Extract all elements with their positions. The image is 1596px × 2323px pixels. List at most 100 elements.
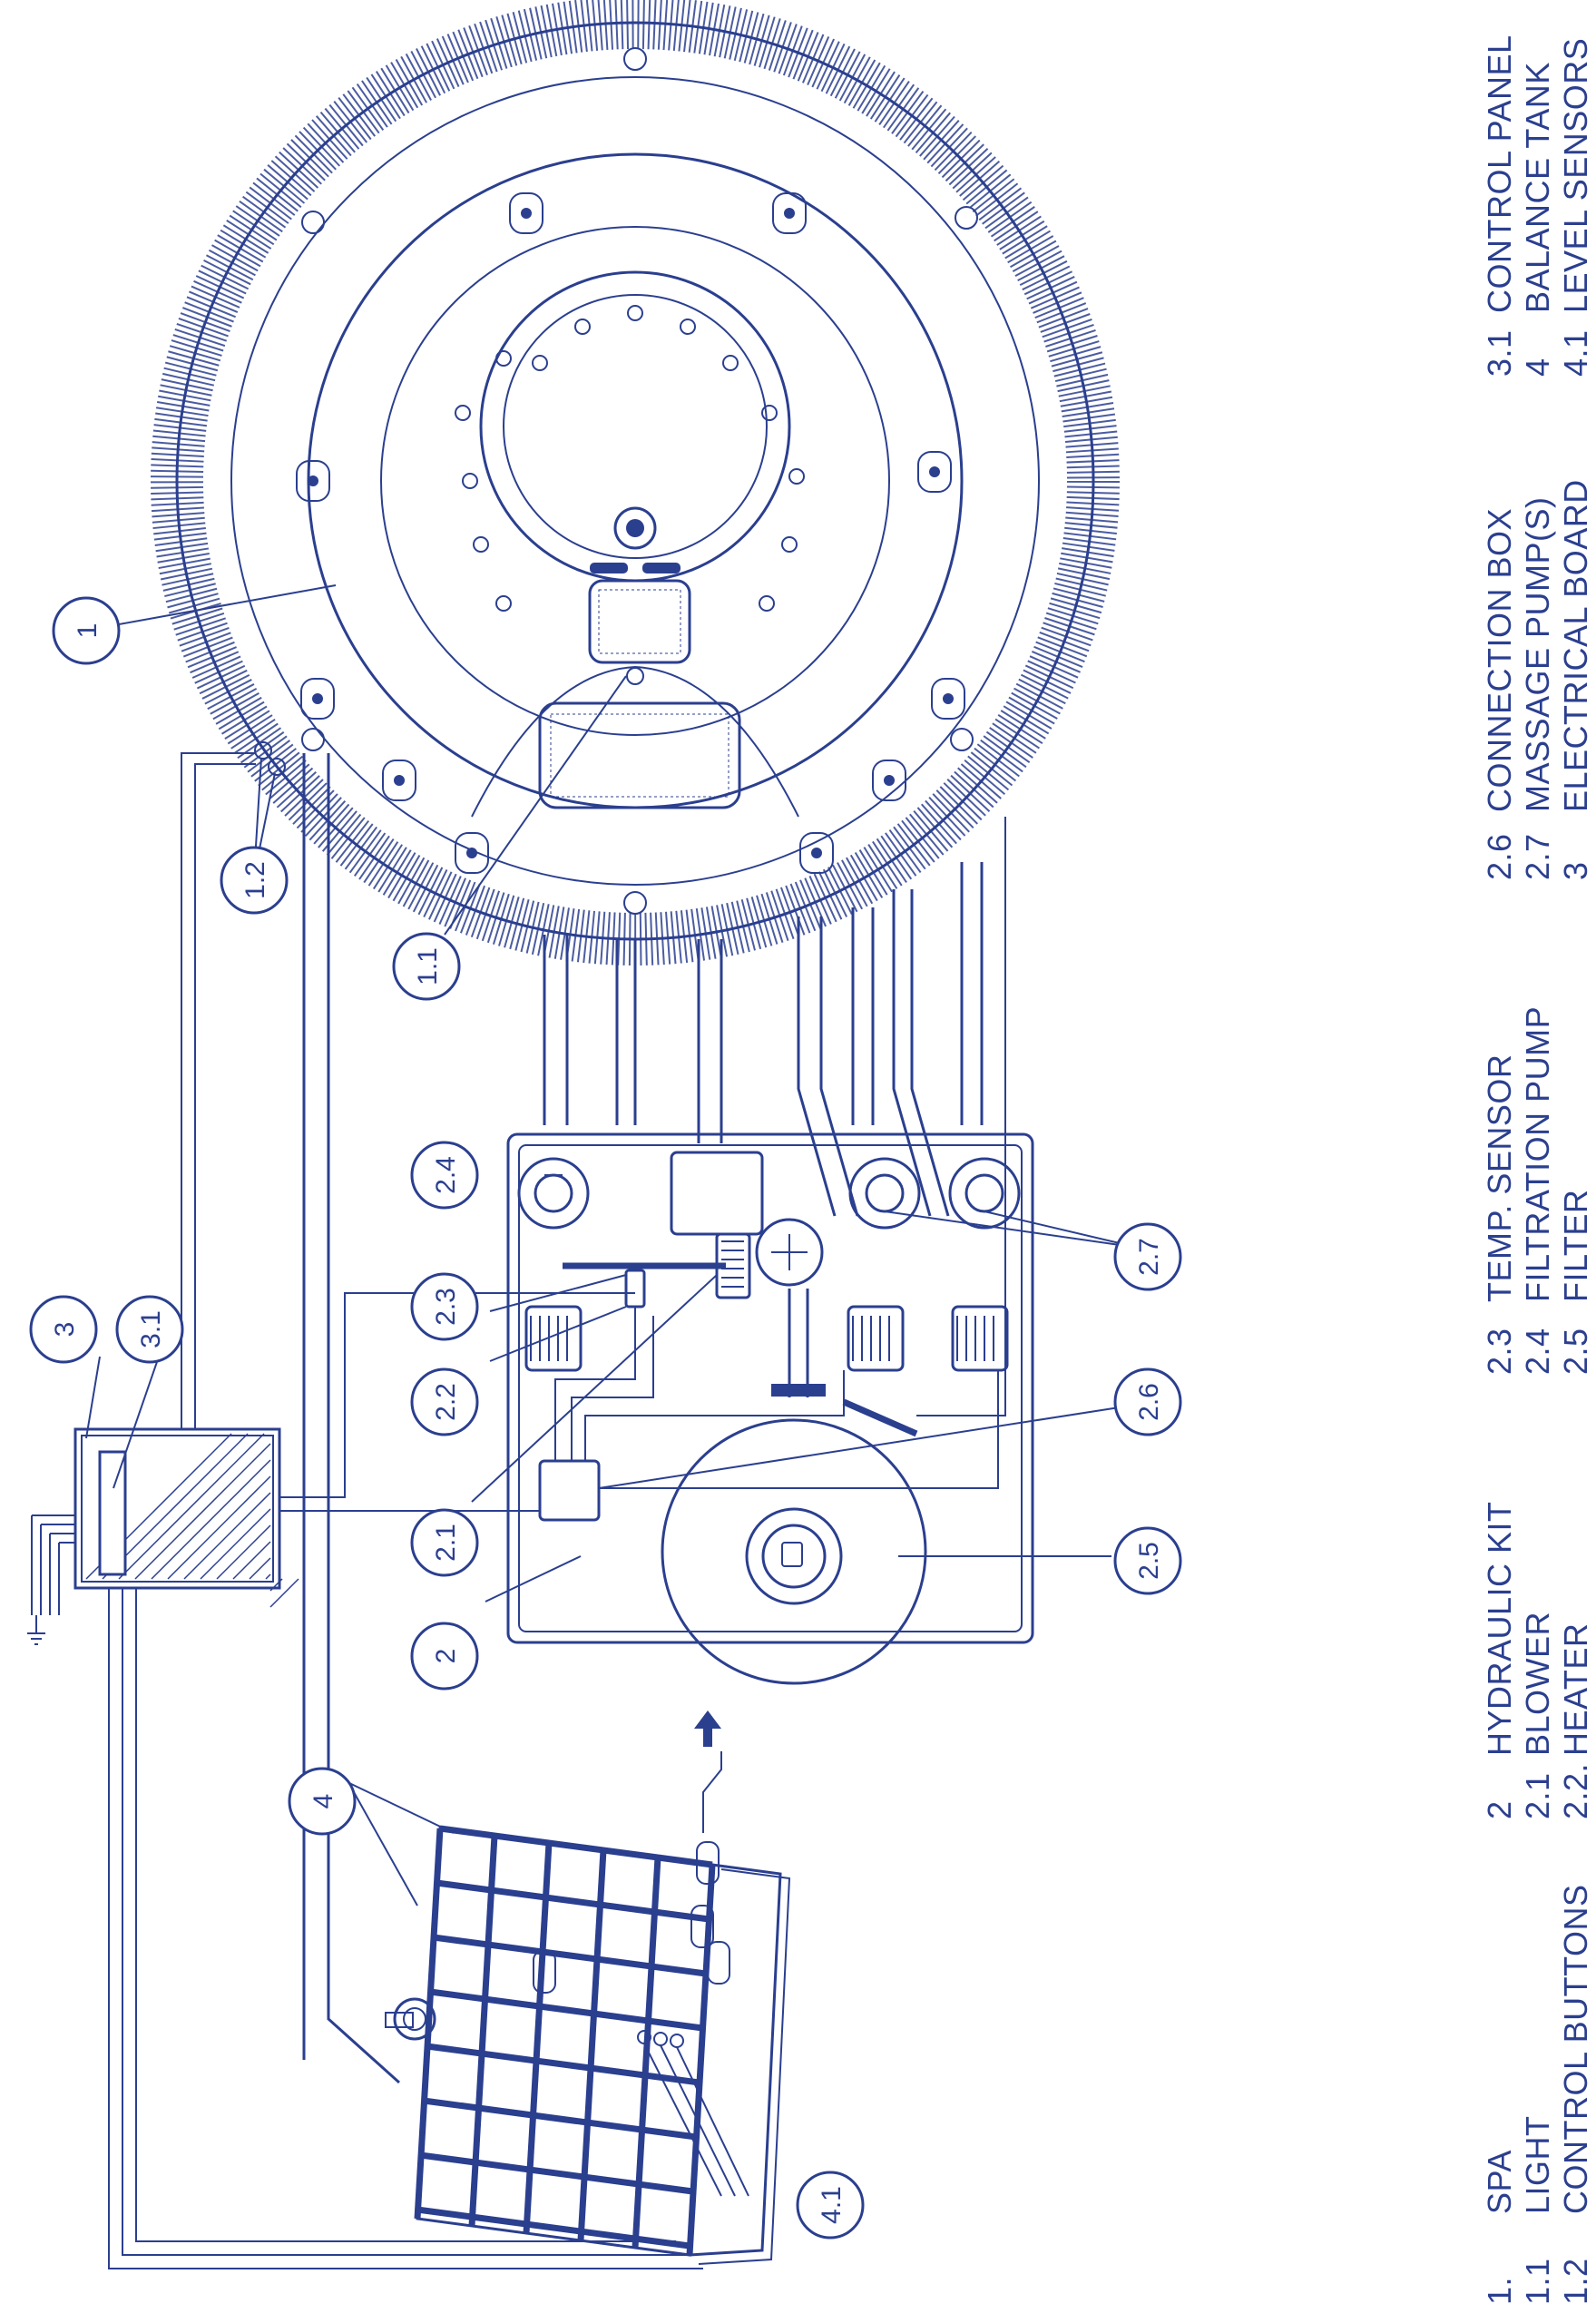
legend-number: 1.1 (1519, 2258, 1556, 2305)
valve-icon (755, 1218, 824, 1287)
headrest-outer (538, 701, 741, 809)
air-jet-icon (680, 319, 696, 335)
legend-number: 2.4 (1519, 1328, 1556, 1375)
legend-number: 4 (1519, 358, 1556, 377)
svg-text:2.7: 2.7 (1134, 1238, 1164, 1276)
svg-text:2.4: 2.4 (431, 1156, 461, 1194)
rim-bolt-icon (623, 47, 647, 71)
legend-label: LIGHT (1519, 2115, 1556, 2214)
air-jet-icon (532, 355, 548, 371)
legend-number: 2.3 (1481, 1328, 1518, 1375)
rim-bolt-icon (301, 211, 325, 234)
legend-label: LEVEL SENSORS (1557, 38, 1594, 313)
callout-2-2: 2.2 (410, 1367, 479, 1436)
legend-number: 1. (1481, 2277, 1518, 2305)
hydraulic-kit (506, 1132, 1034, 1685)
legend-label: FILTER (1557, 1190, 1594, 1302)
filter (661, 1418, 927, 1685)
callout-3: 3 (29, 1295, 98, 1364)
air-jet-icon (455, 405, 471, 421)
rim-bolt-icon (301, 728, 325, 751)
callout-2-5: 2.5 (1113, 1526, 1182, 1595)
ground-icon (27, 1615, 45, 1645)
massage-jets (296, 192, 965, 874)
massage-jet-icon (455, 832, 489, 874)
air-jet-icon (722, 355, 739, 371)
control-button-icon (268, 758, 286, 776)
massage-jet-icon (382, 760, 416, 801)
tank-cage (414, 1825, 716, 2256)
legend-number: 2.6 (1481, 833, 1518, 880)
massage-jet-icon (772, 192, 807, 234)
electrical-board (27, 752, 703, 2269)
board-hatching (85, 1433, 299, 1608)
legend-number: 2.1 (1519, 1772, 1556, 1819)
spa (151, 0, 1120, 965)
legend-number: 4.1 (1557, 329, 1594, 377)
legend-number: 2.7 (1519, 833, 1556, 880)
legend-number: 2 (1481, 1800, 1518, 1819)
spa-light-icon (626, 667, 644, 685)
legend-number: 2.2. (1557, 1763, 1594, 1819)
massage-jet-icon (300, 678, 335, 720)
rim-bolts (301, 47, 978, 915)
svg-text:3: 3 (50, 1322, 80, 1338)
air-jet-icon (627, 305, 643, 321)
air-jet-icon (495, 595, 512, 612)
legend-label: CONTROL BUTTONS (1557, 1884, 1594, 2214)
level-sensor-icon (670, 2034, 684, 2048)
legend-label: FILTRATION PUMP (1519, 1006, 1556, 1302)
legend-label: BLOWER (1519, 1612, 1556, 1756)
connection-box (538, 1459, 601, 1522)
spa-drain-icon (613, 506, 657, 550)
headrest-inner (588, 579, 691, 664)
svg-text:2: 2 (431, 1649, 461, 1664)
legend-label: HEATER (1557, 1623, 1594, 1756)
callout-2-6: 2.6 (1113, 1367, 1182, 1436)
pipes (302, 753, 1006, 2084)
massage-jet-icon (917, 451, 952, 493)
air-jet-icon (462, 473, 478, 489)
legend-label: ELECTRICAL BOARD (1557, 479, 1594, 812)
callout-2-3: 2.3 (410, 1272, 479, 1341)
massage-jet-icon (799, 832, 834, 874)
air-jets (455, 305, 805, 612)
svg-text:2.1: 2.1 (431, 1524, 461, 1562)
callout-1-1: 1.1 (392, 932, 461, 1001)
legend-number: 3 (1557, 861, 1594, 880)
callout-4: 4 (288, 1767, 357, 1836)
massage-jet-icon (509, 192, 543, 234)
massage-pump (948, 1157, 1021, 1230)
massage-jet-icon (296, 460, 330, 502)
rim-bolt-icon (955, 206, 978, 230)
air-jet-icon (574, 319, 591, 335)
svg-text:3.1: 3.1 (136, 1310, 166, 1348)
svg-text:2.5: 2.5 (1134, 1542, 1164, 1580)
svg-text:2.2: 2.2 (431, 1383, 461, 1421)
air-jet-icon (761, 405, 778, 421)
callout-2: 2 (410, 1622, 479, 1691)
legend-label: BALANCE TANK (1519, 62, 1556, 313)
svg-text:2.6: 2.6 (1134, 1383, 1164, 1421)
svg-text:4: 4 (308, 1794, 338, 1809)
air-jet-icon (781, 536, 798, 553)
air-jet-icon (473, 536, 489, 553)
flow-arrow-icon (694, 1710, 721, 1747)
massage-jet-icon (872, 760, 906, 801)
legend-label: SPA (1481, 2150, 1518, 2214)
legend-label: CONNECTION BOX (1481, 508, 1518, 812)
svg-text:1.2: 1.2 (240, 861, 270, 899)
balance-tank (385, 1751, 791, 2265)
rim-bolt-icon (623, 891, 647, 915)
svg-text:2.3: 2.3 (431, 1288, 461, 1326)
legend-label: TEMP. SENSOR (1481, 1054, 1518, 1302)
svg-text:1: 1 (73, 623, 103, 639)
air-jet-icon (759, 595, 775, 612)
rim-bolt-icon (950, 728, 974, 751)
callout-3-1: 3.1 (115, 1295, 184, 1364)
air-jet-icon (495, 350, 512, 367)
callout-4-1: 4.1 (796, 2171, 865, 2240)
callout-2-7: 2.7 (1113, 1222, 1182, 1291)
callout-2-4: 2.4 (410, 1141, 479, 1210)
